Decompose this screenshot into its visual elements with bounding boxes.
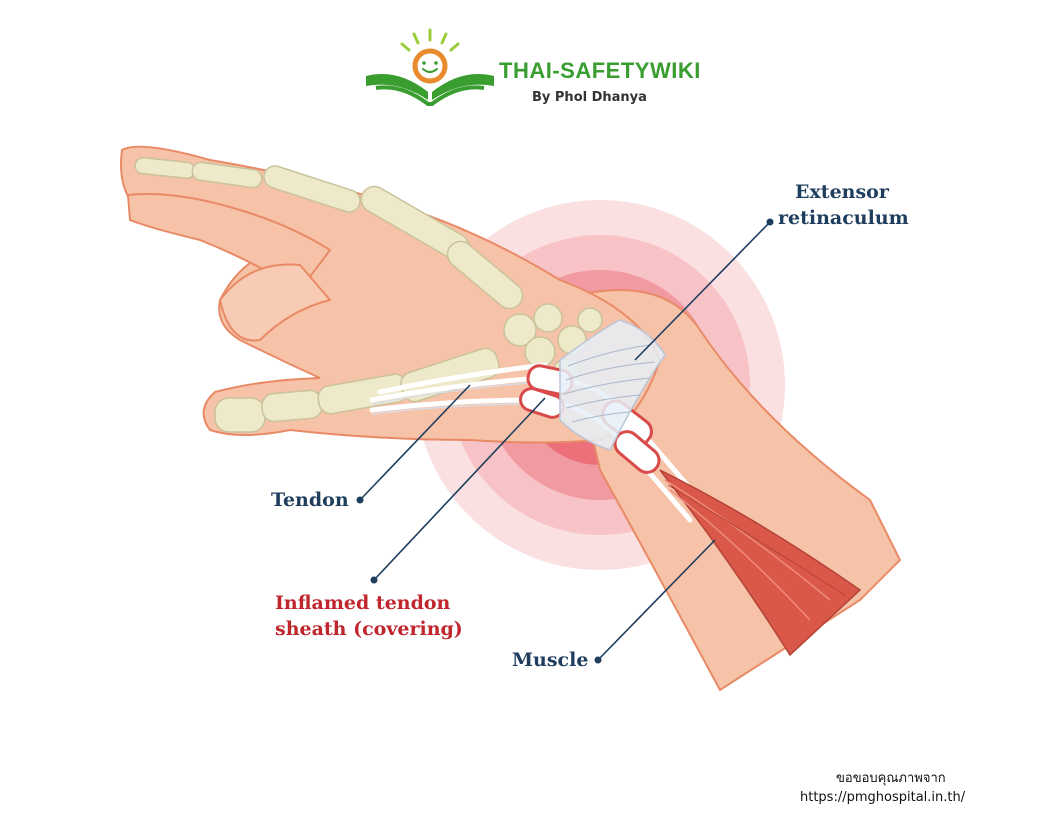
sheath-leader-dot [370,576,378,584]
muscle-leader-dot [594,656,602,664]
extensor-retinaculum [559,319,666,451]
logo: THAI-SAFETYWIKI By Phol Dhanya [362,28,700,118]
extensor-leader-dot [766,218,774,226]
label-tendon: Tendon [271,489,349,511]
label-retinaculum: retinaculum [778,207,909,229]
muscle [659,469,862,657]
tendon-leader-dot [356,496,364,504]
credit-thai: ขอขอบคุณภาพจาก [836,771,946,786]
logo-title: THAI-SAFETYWIKI [499,58,701,83]
label-inflamed-line2: sheath (covering) [275,618,463,640]
label-extensor: Extensor [795,181,889,203]
finger-bones [134,156,603,433]
open-book-sun-logo-icon [366,28,494,106]
leader-lines [359,221,771,661]
logo-subtitle: By Phol Dhanya [532,90,647,105]
credit-url: https://pmghospital.in.th/ [800,790,966,805]
label-muscle: Muscle [512,649,589,671]
ring-finger [218,263,332,342]
label-inflamed-line1: Inflamed tendon [275,592,451,614]
